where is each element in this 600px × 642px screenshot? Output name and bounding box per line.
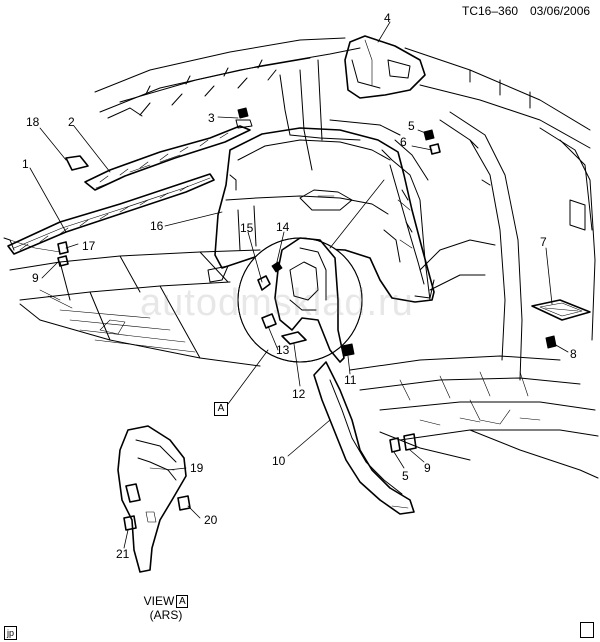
callout-9-bottom: 9 <box>424 461 431 475</box>
figure-id: TC16–360 <box>462 4 519 18</box>
vehicle-body-outline <box>9 37 599 479</box>
callout-15: 15 <box>240 221 254 235</box>
callout-14: 14 <box>276 220 290 234</box>
view-sub-label: (ARS) <box>149 608 183 623</box>
fasteners <box>57 129 557 453</box>
callout-12: 12 <box>292 387 306 401</box>
callout-5-top: 5 <box>408 119 415 133</box>
part-7-sill-plate <box>531 299 591 321</box>
part-1-sill-strip <box>3 173 215 255</box>
callout-4: 4 <box>384 11 391 25</box>
figure-date: 03/06/2006 <box>530 4 591 18</box>
view-reference-box: A <box>214 402 228 416</box>
callout-3: 3 <box>208 111 215 125</box>
part-10-lower-trim <box>313 361 415 515</box>
part-18-pad <box>65 155 89 171</box>
leader-lines <box>29 21 569 549</box>
view-letter-box: A <box>176 595 189 609</box>
callout-7: 7 <box>540 235 547 249</box>
part-2-roof-rail-panel <box>84 125 251 191</box>
watermark: autodmsklad.ru <box>140 282 414 324</box>
callout-18: 18 <box>26 115 40 129</box>
callout-21: 21 <box>116 547 130 561</box>
callout-8: 8 <box>570 347 577 361</box>
callout-1: 1 <box>22 157 29 171</box>
callout-20: 20 <box>204 513 218 527</box>
part-3-fastener <box>235 107 253 129</box>
callout-10: 10 <box>272 454 286 468</box>
callout-9-left: 9 <box>32 271 39 285</box>
callout-13: 13 <box>276 343 290 357</box>
callout-5-bottom: 5 <box>402 469 409 483</box>
detail-circle <box>237 237 363 363</box>
callout-19: 19 <box>190 461 204 475</box>
part-16-quarter-panel <box>207 127 435 303</box>
callout-11: 11 <box>344 373 357 387</box>
view-word: VIEW <box>143 594 175 608</box>
corner-logo-icon <box>580 622 594 638</box>
callout-16: 16 <box>150 219 164 233</box>
callout-17: 17 <box>82 239 96 253</box>
corner-tag: jp <box>4 626 18 640</box>
callout-2: 2 <box>68 115 75 129</box>
part-4-upper-trim <box>344 35 426 99</box>
callout-6: 6 <box>400 135 407 149</box>
